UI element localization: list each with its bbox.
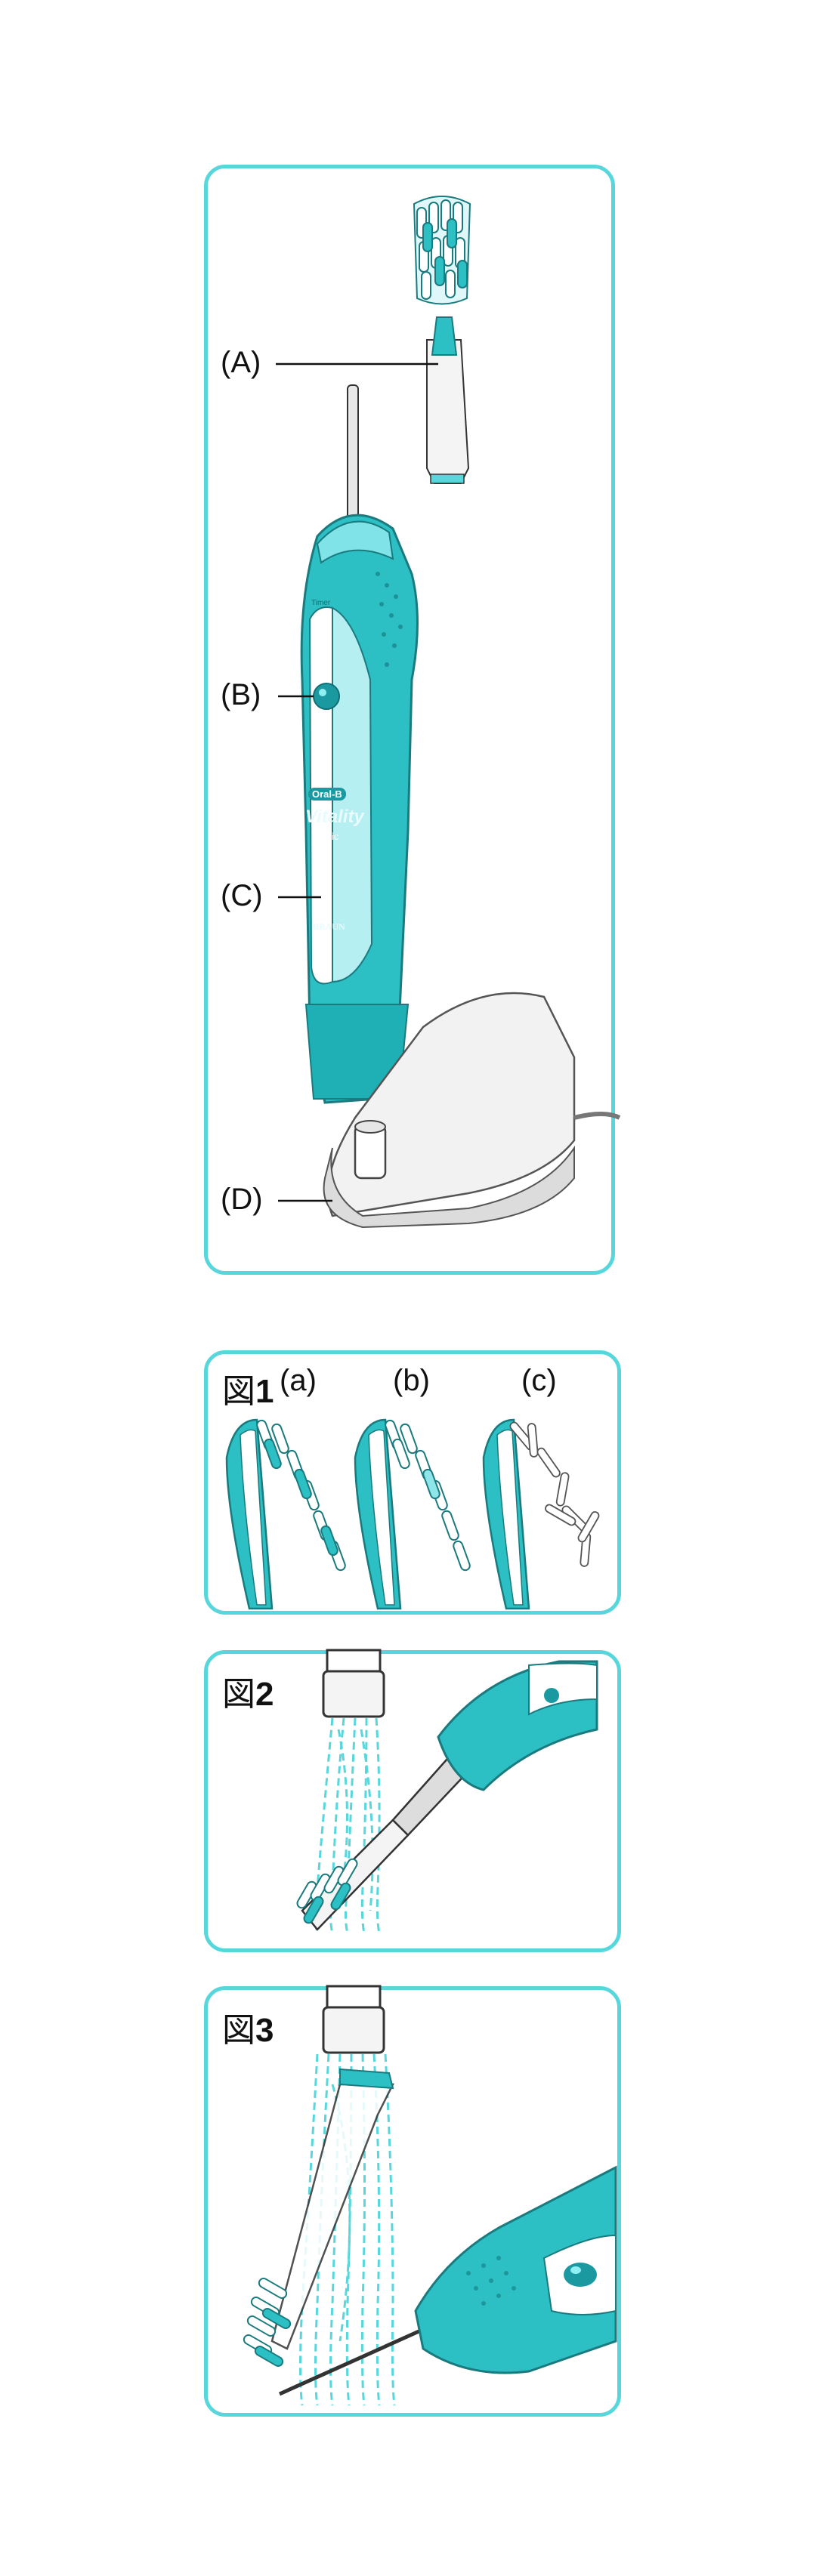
figure1-panel: [204, 1350, 621, 1615]
figure2-title-prefix: 図: [222, 1675, 255, 1714]
figure1-title-number: 1: [255, 1373, 274, 1410]
brush-head-detached: [243, 2068, 395, 2367]
brush-head: [413, 196, 471, 484]
figure1-label-a: (a): [280, 1364, 317, 1397]
brush-head-new: [225, 1418, 346, 1610]
charger-base: [323, 992, 621, 1229]
brand-type: sonic: [316, 831, 339, 842]
figure3-title: 図3: [222, 2003, 274, 2051]
figure1-label-c: (c): [521, 1364, 557, 1397]
figure2-title: 図2: [222, 1667, 274, 1715]
brand-model: Vitality: [305, 807, 364, 827]
toothbrush-overview-illustration: [276, 196, 621, 1229]
brush-head-splayed: [482, 1418, 600, 1610]
timer-label: Timer: [311, 599, 331, 607]
figure1-label-b: (b): [393, 1364, 430, 1397]
label-d: (D): [221, 1183, 263, 1216]
label-c: (C): [221, 879, 263, 912]
figure1-title: 図1: [222, 1364, 274, 1412]
figure3-title-number: 3: [255, 2012, 274, 2049]
water-tap: [322, 1985, 385, 2054]
water-tap: [322, 1649, 385, 1718]
label-a: (A): [221, 346, 261, 379]
handle-rinse: [278, 2165, 617, 2396]
toothbrush-rinse: [296, 1660, 598, 1931]
figure3-title-prefix: 図: [222, 2011, 255, 2050]
brush-head-worn: [354, 1418, 471, 1610]
label-b: (B): [221, 678, 261, 711]
brand-logo: Oral-B: [308, 788, 346, 801]
brand-name: BRAUN: [313, 921, 345, 932]
figure2-title-number: 2: [255, 1676, 274, 1713]
figure1-title-prefix: 図: [222, 1372, 255, 1411]
